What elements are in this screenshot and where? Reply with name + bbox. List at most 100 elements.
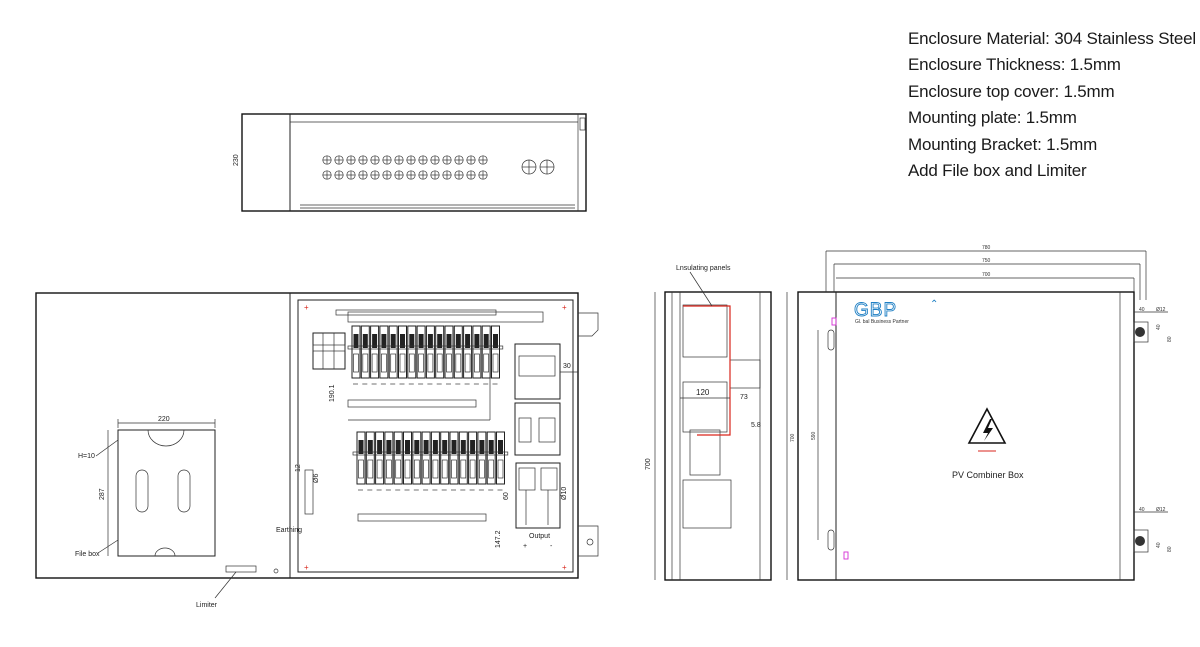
mounting-plate bbox=[297, 299, 574, 573]
spec-file-box-limiter: Add File box and Limiter bbox=[908, 161, 1087, 181]
file-box: 220 287 H=10 File box bbox=[75, 416, 216, 558]
spec-thickness: Enclosure Thickness: 1.5mm bbox=[908, 55, 1121, 75]
cable-gland bbox=[478, 170, 488, 180]
limiter: Limiter bbox=[196, 565, 279, 609]
cable-gland bbox=[418, 170, 428, 180]
fuse-holder bbox=[388, 325, 398, 385]
cable-gland bbox=[334, 170, 344, 180]
logo-subtitle: Gl. bal Business Partner bbox=[855, 319, 909, 325]
cable-gland bbox=[358, 170, 368, 180]
cable-gland bbox=[418, 155, 428, 165]
svg-text:700: 700 bbox=[982, 272, 991, 278]
cable-gland bbox=[478, 155, 488, 165]
svg-text:700: 700 bbox=[645, 458, 652, 470]
dim-287: 287 bbox=[99, 488, 106, 500]
fuse-holder bbox=[416, 325, 426, 385]
fuse-holder bbox=[449, 431, 459, 491]
output-terminals: 60 Ø10 147.2 Output + - bbox=[495, 462, 568, 550]
svg-text:80: 80 bbox=[1167, 336, 1173, 342]
cable-gland bbox=[454, 170, 464, 180]
svg-text:80: 80 bbox=[1167, 546, 1173, 552]
fuse-holder bbox=[444, 325, 454, 385]
large-cable-gland bbox=[539, 159, 555, 175]
cable-gland bbox=[346, 170, 356, 180]
isolator: 30 bbox=[514, 343, 578, 456]
cable-gland bbox=[370, 155, 380, 165]
svg-text:-: - bbox=[550, 543, 553, 550]
cable-gland bbox=[442, 170, 452, 180]
svg-text:750: 750 bbox=[982, 258, 991, 264]
cable-gland bbox=[406, 170, 416, 180]
cable-gland bbox=[466, 155, 476, 165]
fuse-holder bbox=[356, 431, 366, 491]
limiter-label: Limiter bbox=[196, 602, 218, 609]
fuse-holder bbox=[486, 431, 496, 491]
fuse-holder bbox=[481, 325, 491, 385]
fuse-holder bbox=[412, 431, 422, 491]
top-view-outline bbox=[241, 113, 587, 212]
svg-text:+: + bbox=[304, 563, 309, 572]
top-view: 230 bbox=[233, 113, 587, 212]
svg-text:+: + bbox=[523, 543, 527, 550]
cable-glands bbox=[322, 155, 555, 180]
svg-text:Ø12: Ø12 bbox=[1156, 307, 1166, 313]
svg-text:Ø6: Ø6 bbox=[313, 474, 320, 483]
earthing: Earthing 12 Ø6 bbox=[276, 464, 320, 534]
fuse-row-bottom bbox=[352, 431, 509, 491]
fuse-holder bbox=[351, 325, 361, 385]
fuse-holder bbox=[398, 325, 407, 385]
svg-text:+: + bbox=[304, 303, 309, 312]
busbar-top bbox=[347, 399, 477, 408]
cable-gland bbox=[394, 170, 404, 180]
fuse-holder bbox=[384, 431, 394, 491]
cable-gland bbox=[430, 170, 440, 180]
svg-text:120: 120 bbox=[696, 388, 710, 397]
output-label: Output bbox=[529, 533, 550, 540]
fuse-holder bbox=[496, 431, 505, 491]
fuse-holder bbox=[421, 431, 431, 491]
fuse-holder bbox=[379, 325, 389, 385]
spec-mounting-bracket: Mounting Bracket: 1.5mm bbox=[908, 134, 1098, 154]
front-open-view: + + + + 220 287 H=10 File box Lim bbox=[35, 292, 599, 609]
fuse-holder bbox=[425, 325, 435, 385]
product-label: PV Combiner Box bbox=[952, 470, 1024, 480]
spec-list: Enclosure Material: 304 Stainless Steel … bbox=[908, 26, 1196, 184]
spec-mounting-plate: Mounting plate: 1.5mm bbox=[908, 108, 1077, 128]
svg-text:12: 12 bbox=[295, 464, 302, 472]
cable-gland bbox=[370, 170, 380, 180]
earthing-label: Earthing bbox=[276, 527, 302, 534]
cable-gland bbox=[466, 170, 476, 180]
cable-gland bbox=[382, 155, 392, 165]
fuse-holder bbox=[440, 431, 450, 491]
svg-text:73: 73 bbox=[740, 394, 748, 401]
svg-text:40: 40 bbox=[1139, 507, 1145, 513]
logo-chevron-icon: ⌃ bbox=[930, 299, 938, 310]
cable-gland bbox=[358, 155, 368, 165]
fuse-holder bbox=[360, 325, 370, 385]
spec-material: Enclosure Material: 304 Stainless Steel bbox=[908, 29, 1196, 48]
spd-module bbox=[312, 332, 346, 370]
cable-gland bbox=[430, 155, 440, 165]
fuse-holder bbox=[463, 325, 473, 385]
fuse-holder bbox=[472, 325, 482, 385]
svg-text:Ø10: Ø10 bbox=[561, 487, 568, 500]
cable-gland bbox=[442, 155, 452, 165]
fuse-holder bbox=[407, 325, 417, 385]
fuse-holder bbox=[403, 431, 412, 491]
front-closed-view: 780 750 700 700 590 GBP ⌃ Gl. bal Busine… bbox=[786, 245, 1173, 581]
fuse-row-top bbox=[347, 325, 504, 385]
side-outline bbox=[664, 291, 772, 581]
insulating-panel bbox=[683, 305, 731, 436]
fuse-holder bbox=[453, 325, 463, 385]
cable-gland bbox=[322, 170, 332, 180]
fuse-holder bbox=[435, 325, 445, 385]
svg-text:700: 700 bbox=[790, 433, 796, 442]
fuse-holder bbox=[430, 431, 440, 491]
cable-gland bbox=[334, 155, 344, 165]
cable-gland bbox=[346, 155, 356, 165]
fuse-holder bbox=[458, 431, 468, 491]
svg-text:5.8: 5.8 bbox=[751, 422, 761, 429]
fuse-holder bbox=[491, 325, 500, 385]
fuse-holder bbox=[370, 325, 380, 385]
